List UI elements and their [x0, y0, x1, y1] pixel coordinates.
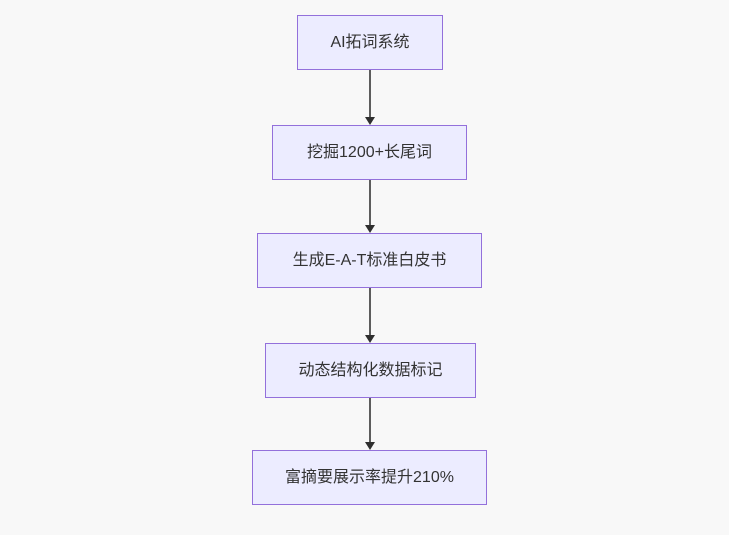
arrow-line: [369, 180, 371, 227]
flow-node-rich-snippet-result: 富摘要展示率提升210%: [252, 450, 487, 505]
flow-node-ai-word-expansion: AI拓词系统: [297, 15, 443, 70]
arrow-down-icon: [365, 225, 375, 233]
flow-node-label: 挖掘1200+长尾词: [307, 143, 432, 161]
connector-arrow-1: [364, 70, 376, 125]
flow-node-longtail-mining: 挖掘1200+长尾词: [272, 125, 467, 180]
connector-arrow-3: [364, 288, 376, 343]
arrow-down-icon: [365, 335, 375, 343]
flow-node-structured-data-markup: 动态结构化数据标记: [265, 343, 476, 398]
flow-node-eat-whitepaper: 生成E-A-T标准白皮书: [257, 233, 482, 288]
arrow-line: [369, 70, 371, 119]
connector-arrow-4: [364, 398, 376, 450]
arrow-line: [369, 398, 371, 444]
flow-node-label: 生成E-A-T标准白皮书: [292, 251, 447, 269]
arrow-line: [369, 288, 371, 337]
connector-arrow-2: [364, 180, 376, 233]
flow-node-label: AI拓词系统: [330, 33, 410, 51]
arrow-down-icon: [365, 442, 375, 450]
arrow-down-icon: [365, 117, 375, 125]
flow-node-label: 富摘要展示率提升210%: [285, 468, 454, 486]
flow-node-label: 动态结构化数据标记: [298, 361, 443, 379]
